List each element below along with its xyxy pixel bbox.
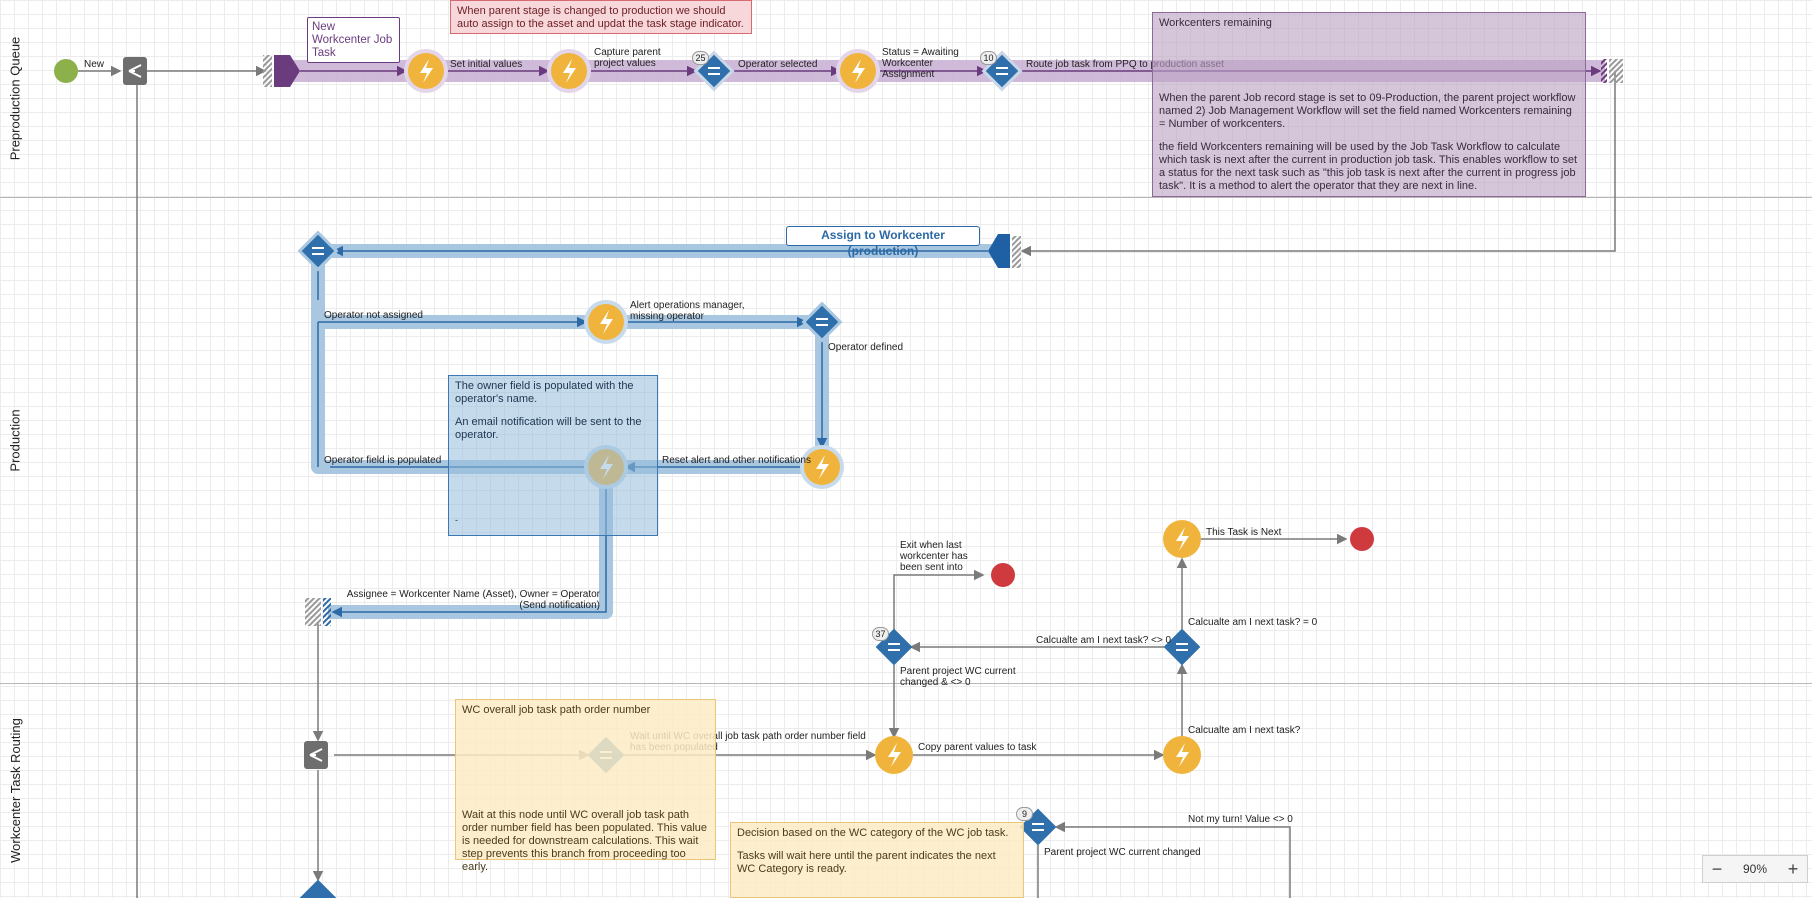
connector-label: Set initial values bbox=[450, 59, 523, 70]
note-text: the field Workcenters remaining will be … bbox=[1159, 141, 1577, 192]
decision-node[interactable] bbox=[801, 301, 843, 343]
note-text: Decision based on the WC category of the… bbox=[737, 827, 1009, 839]
node-count-badge: 25 bbox=[692, 51, 709, 65]
decision-node[interactable] bbox=[299, 879, 337, 898]
note-text: An email notification will be sent to th… bbox=[455, 416, 642, 441]
node-count-badge: 10 bbox=[980, 51, 997, 65]
lane-divider bbox=[0, 683, 1812, 684]
connector-label: Not my turn! Value <> 0 bbox=[1188, 814, 1293, 825]
note-text: When the parent Job record stage is set … bbox=[1159, 92, 1576, 130]
annotation-note[interactable]: The owner field is populated with the op… bbox=[448, 375, 658, 536]
end-event[interactable] bbox=[1350, 527, 1374, 551]
annotation-note[interactable]: WC overall job task path order number Wa… bbox=[455, 699, 716, 873]
stage-exit-marker bbox=[1601, 59, 1607, 83]
annotation-note[interactable]: Workcenters remaining When the parent Jo… bbox=[1152, 12, 1586, 197]
node-count-badge: 37 bbox=[872, 627, 889, 641]
stage-entry-marker bbox=[274, 55, 300, 87]
action-node[interactable] bbox=[800, 445, 844, 489]
connector-label: This Task is Next bbox=[1206, 527, 1282, 538]
action-node[interactable] bbox=[1163, 520, 1201, 558]
stage-boundary bbox=[1609, 59, 1623, 83]
connector-label: Operator selected bbox=[738, 59, 818, 70]
connector-label: Parent project WC current changed & <> 0 bbox=[900, 666, 1016, 688]
annotation-note[interactable]: Decision based on the WC category of the… bbox=[730, 822, 1024, 898]
connector-label: Copy parent values to task bbox=[918, 742, 1037, 753]
annotation-note[interactable]: When parent stage is changed to producti… bbox=[450, 0, 752, 34]
zoom-out-button[interactable]: − bbox=[1711, 858, 1723, 879]
connector-label: Calcualte am I next task? <> 0 bbox=[1036, 635, 1172, 646]
decision-node[interactable] bbox=[297, 230, 339, 272]
connector-label: Operator defined bbox=[828, 342, 904, 353]
stage-exit-marker bbox=[323, 598, 331, 626]
connector-label: Exit when last workcenter has been sent … bbox=[900, 540, 968, 573]
note-title: WC overall job task path order number bbox=[462, 704, 651, 716]
stage-boundary bbox=[263, 55, 272, 87]
decision-node[interactable] bbox=[1163, 628, 1201, 666]
connector-label: Capture parent project values bbox=[594, 47, 661, 69]
note-text: Tasks will wait here until the parent in… bbox=[737, 850, 996, 875]
connector-label: Calcualte am I next task? = 0 bbox=[1188, 617, 1318, 628]
node-count-badge: 9 bbox=[1016, 807, 1033, 821]
action-node[interactable] bbox=[836, 49, 880, 93]
connector-label: Status = Awaiting Workcenter Assignment bbox=[882, 47, 959, 80]
note-title: Workcenters remaining bbox=[1159, 17, 1272, 29]
action-node[interactable] bbox=[584, 300, 628, 344]
start-label: New bbox=[84, 59, 105, 70]
stage-title-box[interactable]: Assign to Workcenter (production) bbox=[786, 226, 980, 258]
lane-divider bbox=[0, 197, 1812, 198]
note-text: - bbox=[455, 515, 458, 525]
start-title-box[interactable]: New Workcenter Job Task bbox=[307, 17, 400, 63]
zoom-control: − 90% + bbox=[1702, 855, 1808, 883]
action-node[interactable] bbox=[547, 49, 591, 93]
end-event[interactable] bbox=[991, 563, 1015, 587]
zoom-in-button[interactable]: + bbox=[1787, 858, 1799, 879]
connector-label: Calcualte am I next task? bbox=[1188, 725, 1301, 736]
connector-label: Operator not assigned bbox=[324, 310, 423, 321]
connector-label: Reset alert and other notifications bbox=[662, 455, 811, 466]
connector-label: Operator field is populated bbox=[324, 455, 442, 466]
stage-boundary bbox=[1012, 236, 1021, 268]
action-node[interactable] bbox=[1163, 736, 1201, 774]
note-text: The owner field is populated with the op… bbox=[455, 380, 634, 405]
note-text: Wait at this node until WC overall job t… bbox=[462, 809, 708, 873]
connector-label: Parent project WC current changed bbox=[1044, 847, 1201, 858]
equals-icon bbox=[312, 67, 1188, 831]
zoom-level: 90% bbox=[1742, 862, 1768, 876]
stage-entry-marker bbox=[988, 234, 1010, 268]
start-event[interactable] bbox=[54, 59, 78, 83]
stage-boundary bbox=[305, 598, 321, 626]
connector-label: Alert operations manager, missing operat… bbox=[630, 300, 745, 322]
connector-label: Assignee = Workcenter Name (Asset), Owne… bbox=[346, 589, 600, 611]
connector-label: Route job task from PPQ to production as… bbox=[1026, 59, 1224, 70]
action-node[interactable] bbox=[404, 49, 448, 93]
action-node[interactable] bbox=[875, 736, 913, 774]
parallel-gateway[interactable] bbox=[123, 57, 147, 85]
parallel-gateway[interactable] bbox=[304, 741, 328, 769]
